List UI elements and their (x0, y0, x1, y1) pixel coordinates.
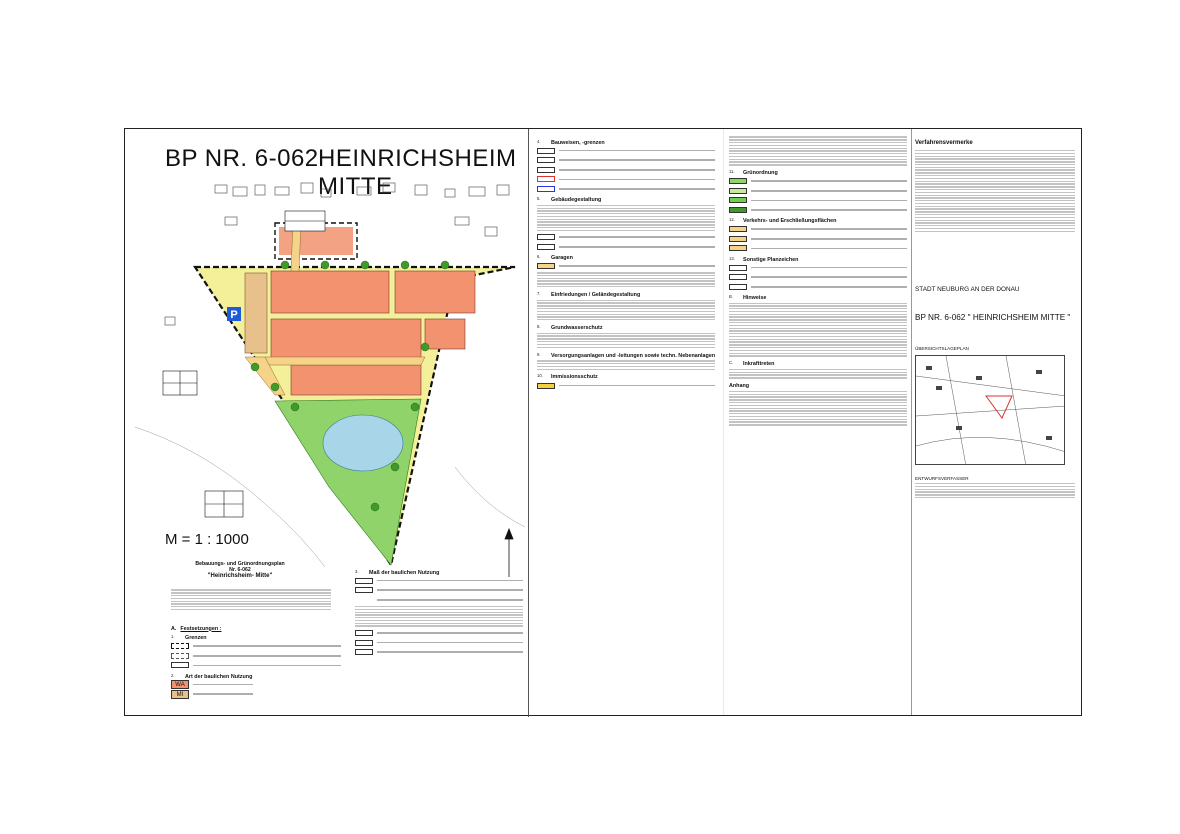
bp-title: BP NR. 6-062 " HEINRICHSHEIM MITTE " (915, 313, 1071, 323)
caption-paragraph (171, 588, 331, 612)
mi-swatch: MI (171, 689, 189, 699)
s9: 9. (537, 351, 541, 357)
s5-label: Gebäudegestaltung (551, 197, 602, 204)
title-right: HEINRICHSHEIM MITTE (318, 145, 517, 200)
plan-map: P (134, 182, 526, 577)
hb: B. (729, 293, 733, 299)
caption-1: Bebauungs- und Grünordnungsplan (195, 561, 285, 567)
s5: 5. (537, 196, 541, 202)
legend-b: 4. Bauweisen, -grenzen 5. Gebäudegestaltun… (537, 135, 715, 392)
s1-label: Grenzen (185, 635, 207, 642)
s12-label: Verkehrs- und Erschließungsflächen (743, 218, 837, 225)
north-arrow-icon (504, 527, 514, 577)
s6: 6. (537, 253, 541, 259)
heading-a: A. (171, 625, 177, 632)
s4: 4. (537, 138, 541, 144)
entwurf-label: ENTWURFSVERFASSER (915, 476, 969, 482)
existing-buildings (164, 182, 510, 326)
s8-label: Grundwasserschutz (551, 325, 603, 332)
plan-caption: Bebauungs- und Grünordnungsplan Nr. 6-06… (175, 561, 305, 579)
s2-label: Art der baulichen Nutzung (185, 673, 253, 680)
s8: 8. (537, 324, 541, 330)
title-left: BP NR. 6-062 (165, 145, 319, 172)
s12: 12. (729, 217, 735, 223)
hd: Anhang (729, 383, 750, 390)
s4-label: Bauweisen, -grenzen (551, 139, 605, 146)
verfahren-heading: Verfahrensvermerke (915, 140, 973, 146)
overview-map (915, 355, 1067, 467)
s11: 11. (729, 169, 735, 175)
hb-label: Hinweise (743, 294, 767, 301)
plan-sheet: BP NR. 6-062 HEINRICHSHEIM MITTE (124, 128, 1082, 717)
s2: 2. (171, 672, 175, 678)
s13-label: Sonstige Planzeichen (743, 256, 799, 263)
legend-c: 11. Grünordnung 12. Verkehrs- und Erschlie… (729, 135, 907, 427)
svg-text:P: P (230, 309, 237, 321)
s3-label: Maß der baulichen Nutzung (369, 569, 440, 576)
s13: 13. (729, 255, 735, 261)
s11-label: Grünordnung (743, 170, 778, 177)
hc: C. (729, 360, 734, 366)
right-panel: Verfahrensvermerke STADT NEUBURG AN DER … (915, 135, 1075, 500)
s1: 1. (171, 634, 175, 640)
caption-2: Nr. 6-062 (229, 567, 251, 573)
s7: 7. (537, 291, 541, 297)
s10: 10. (537, 373, 543, 379)
overview-label: ÜBERSICHTSLAGEPLAN (915, 346, 969, 352)
legend-mass: 3. Maß der baulichen Nutzung (355, 565, 523, 658)
s10-label: Immissionsschutz (551, 374, 598, 381)
s9-label: Versorgungsanlagen und -leitungen sowie … (551, 352, 716, 359)
heading-a-label: Festsetzungen : (180, 625, 222, 632)
wa-swatch: WA (171, 680, 189, 690)
city-stamp: STADT NEUBURG AN DER DONAU (915, 286, 1020, 294)
scale-label: M = 1 : 1000 (165, 531, 249, 548)
s3: 3. (355, 568, 359, 574)
parking-icon (227, 307, 241, 321)
caption-3: "Heinrichsheim- Mitte" (207, 573, 273, 579)
s6-label: Garagen (551, 254, 573, 261)
legend-a: A.Festsetzungen : 1. Grenzen 2. Art der ba… (171, 621, 341, 700)
hc-label: Inkrafttreten (743, 361, 775, 368)
plan-panel: BP NR. 6-062 HEINRICHSHEIM MITTE (125, 129, 529, 717)
s7-label: Einfriedungen / Geländegestaltung (551, 292, 641, 299)
